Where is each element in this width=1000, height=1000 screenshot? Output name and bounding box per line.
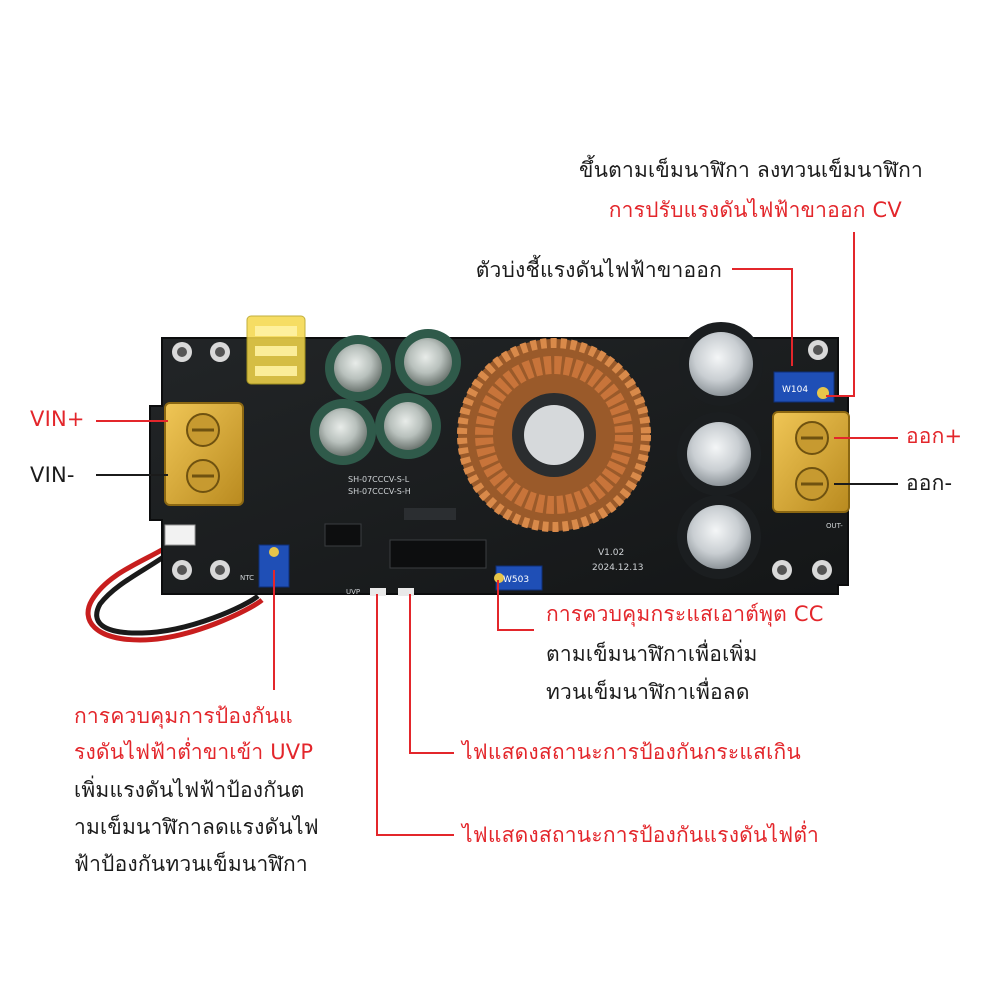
cc-counter-label: ทวนเข็มนาฬิกาเพื่อลด	[546, 680, 750, 704]
leader-out-plus	[834, 437, 898, 439]
leader-out-minus	[834, 483, 898, 485]
toroidal-inductor	[457, 338, 651, 532]
silk-pot-cc: W503	[503, 575, 529, 585]
silk-version: V1.02	[598, 548, 624, 558]
uvp-desc-line3: ฟ้าป้องกันทวนเข็มนาฬิกา	[74, 852, 308, 876]
cc-control-label: การควบคุมกระแสเอาต์พุต CC	[546, 602, 824, 626]
leader-cc-v	[497, 580, 499, 630]
silk-uvp: UVP	[346, 588, 360, 596]
vin-minus-label: VIN-	[30, 463, 75, 487]
fuse-block	[246, 315, 306, 385]
input-terminal-block	[164, 402, 244, 506]
silk-pot: W104	[782, 385, 808, 395]
leader-vin-minus	[96, 474, 168, 476]
mounting-holes	[172, 340, 832, 580]
undervoltage-led-label: ไฟแสดงสถานะการป้องกันแรงดันไฟต่ำ	[462, 823, 820, 847]
black-wire	[94, 538, 260, 636]
cv-adjust-label: การปรับแรงดันไฟฟ้าขาออก CV	[608, 198, 902, 222]
out-minus-label: ออก-	[906, 471, 953, 495]
uvp-desc-line2: ามเข็มนาฬิกาลดแรงดันไฟ	[74, 815, 319, 839]
input-capacitors	[310, 329, 461, 465]
leader-cc-h	[497, 629, 534, 631]
uvp-title-line1: การควบคุมการป้องกันแ	[74, 704, 293, 728]
leader-indicator-h	[732, 268, 792, 270]
output-terminal-block	[772, 411, 850, 513]
leader-vin-plus	[96, 420, 168, 422]
overcurrent-led-label: ไฟแสดงสถานะการป้องกันกระแสเกิน	[462, 740, 801, 764]
leader-uv-h	[376, 834, 454, 836]
silk-h: SH-07CCCV-S-H	[348, 487, 411, 496]
out-plus-label: ออก+	[906, 424, 963, 448]
silk-out: OUT-	[826, 522, 843, 530]
indicator-leds	[370, 588, 414, 596]
uvp-title-line2: รงดันไฟฟ้าต่ำขาเข้า UVP	[74, 740, 314, 764]
leader-uvp-v	[273, 570, 275, 690]
vin-plus-label: VIN+	[30, 407, 85, 431]
silk-l: SH-07CCCV-S-L	[348, 475, 410, 484]
leader-cv-v	[853, 232, 855, 397]
cv-potentiometer	[773, 371, 835, 403]
jst-connector	[164, 524, 196, 546]
output-capacitors	[677, 322, 763, 579]
cc-potentiometer	[494, 565, 543, 591]
leader-oc-h	[409, 752, 454, 754]
uvp-desc-line1: เพิ่มแรงดันไฟฟ้าป้องกันต	[74, 778, 305, 802]
ic-chips	[324, 508, 487, 569]
output-indicator-label: ตัวบ่งชี้แรงดันไฟฟ้าขาออก	[475, 258, 722, 282]
leader-indicator-v	[791, 268, 793, 366]
leader-oc-v	[409, 594, 411, 754]
red-wire	[85, 537, 264, 643]
cc-clockwise-label: ตามเข็มนาฬิกาเพื่อเพิ่ม	[546, 642, 758, 666]
leader-cv-h	[826, 395, 855, 397]
cv-direction-label: ขึ้นตามเข็มนาฬิกา ลงทวนเข็มนาฬิกา	[579, 158, 923, 182]
silk-ntc: NTC	[240, 574, 254, 582]
leader-uv-v	[376, 594, 378, 836]
silk-date: 2024.12.13	[592, 563, 644, 573]
